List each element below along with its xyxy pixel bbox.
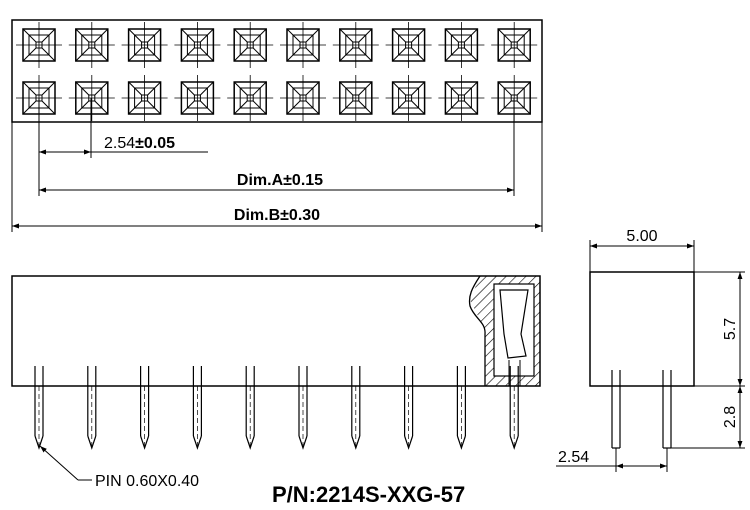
- side-pin: [404, 366, 414, 450]
- contact-spring: [499, 289, 529, 359]
- pin-leader: [39, 445, 79, 481]
- socket-cell: [438, 75, 485, 121]
- socket-cell: [121, 22, 168, 68]
- socket-cell: [121, 75, 168, 121]
- side-pin: [140, 366, 150, 450]
- socket-grid: [16, 22, 538, 121]
- top-view-body: [11, 19, 543, 123]
- socket-cell: [227, 22, 274, 68]
- socket-cell: [438, 22, 485, 68]
- side-pin: [34, 366, 44, 450]
- side-view: PIN 0.60X0.40: [11, 275, 541, 490]
- break-line: [468, 275, 486, 386]
- end-width-label: 5.00: [626, 228, 657, 245]
- socket-cell: [332, 75, 379, 121]
- pin-label: PIN 0.60X0.40: [95, 473, 199, 490]
- socket-cell: [332, 22, 379, 68]
- socket-cell: [280, 75, 326, 121]
- side-view-body: [11, 275, 541, 387]
- socket-cell: [174, 75, 221, 121]
- dim-b-label: Dim.B±0.30: [234, 207, 320, 224]
- end-view-pin: [611, 370, 621, 449]
- part-number: P/N:2214S-XXG-57: [272, 482, 465, 507]
- end-view: 5.00 5.7 2.8 2.54: [556, 228, 745, 472]
- side-pin: [456, 366, 466, 450]
- socket-cell: [68, 22, 115, 68]
- side-pin: [245, 366, 255, 450]
- side-pin: [192, 366, 202, 450]
- side-pin: [87, 366, 97, 450]
- pitch-dimension-label: 2.54±0.05: [104, 135, 175, 152]
- row-pitch-label: 2.54: [558, 449, 589, 466]
- dim-a-label: Dim.A±0.15: [237, 172, 323, 189]
- side-pins: [34, 366, 519, 450]
- socket-cell: [68, 75, 115, 121]
- pin-length-label: 2.8: [722, 406, 739, 428]
- socket-cell: [16, 22, 62, 68]
- socket-cell: [227, 75, 274, 121]
- section-cutaway: [468, 275, 540, 386]
- socket-cell: [491, 22, 538, 68]
- socket-cell: [385, 22, 432, 68]
- side-pin: [298, 366, 308, 450]
- side-pin: [351, 366, 361, 450]
- side-pin: [509, 366, 519, 450]
- end-view-pin: [662, 370, 672, 449]
- socket-cell: [174, 22, 221, 68]
- socket-cell: [280, 22, 326, 68]
- socket-cell: [385, 75, 432, 121]
- end-view-body: [589, 271, 695, 387]
- top-view: 2.54±0.05 Dim.A±0.15 Dim.B±0.30: [11, 19, 543, 232]
- end-height-label: 5.7: [722, 318, 739, 340]
